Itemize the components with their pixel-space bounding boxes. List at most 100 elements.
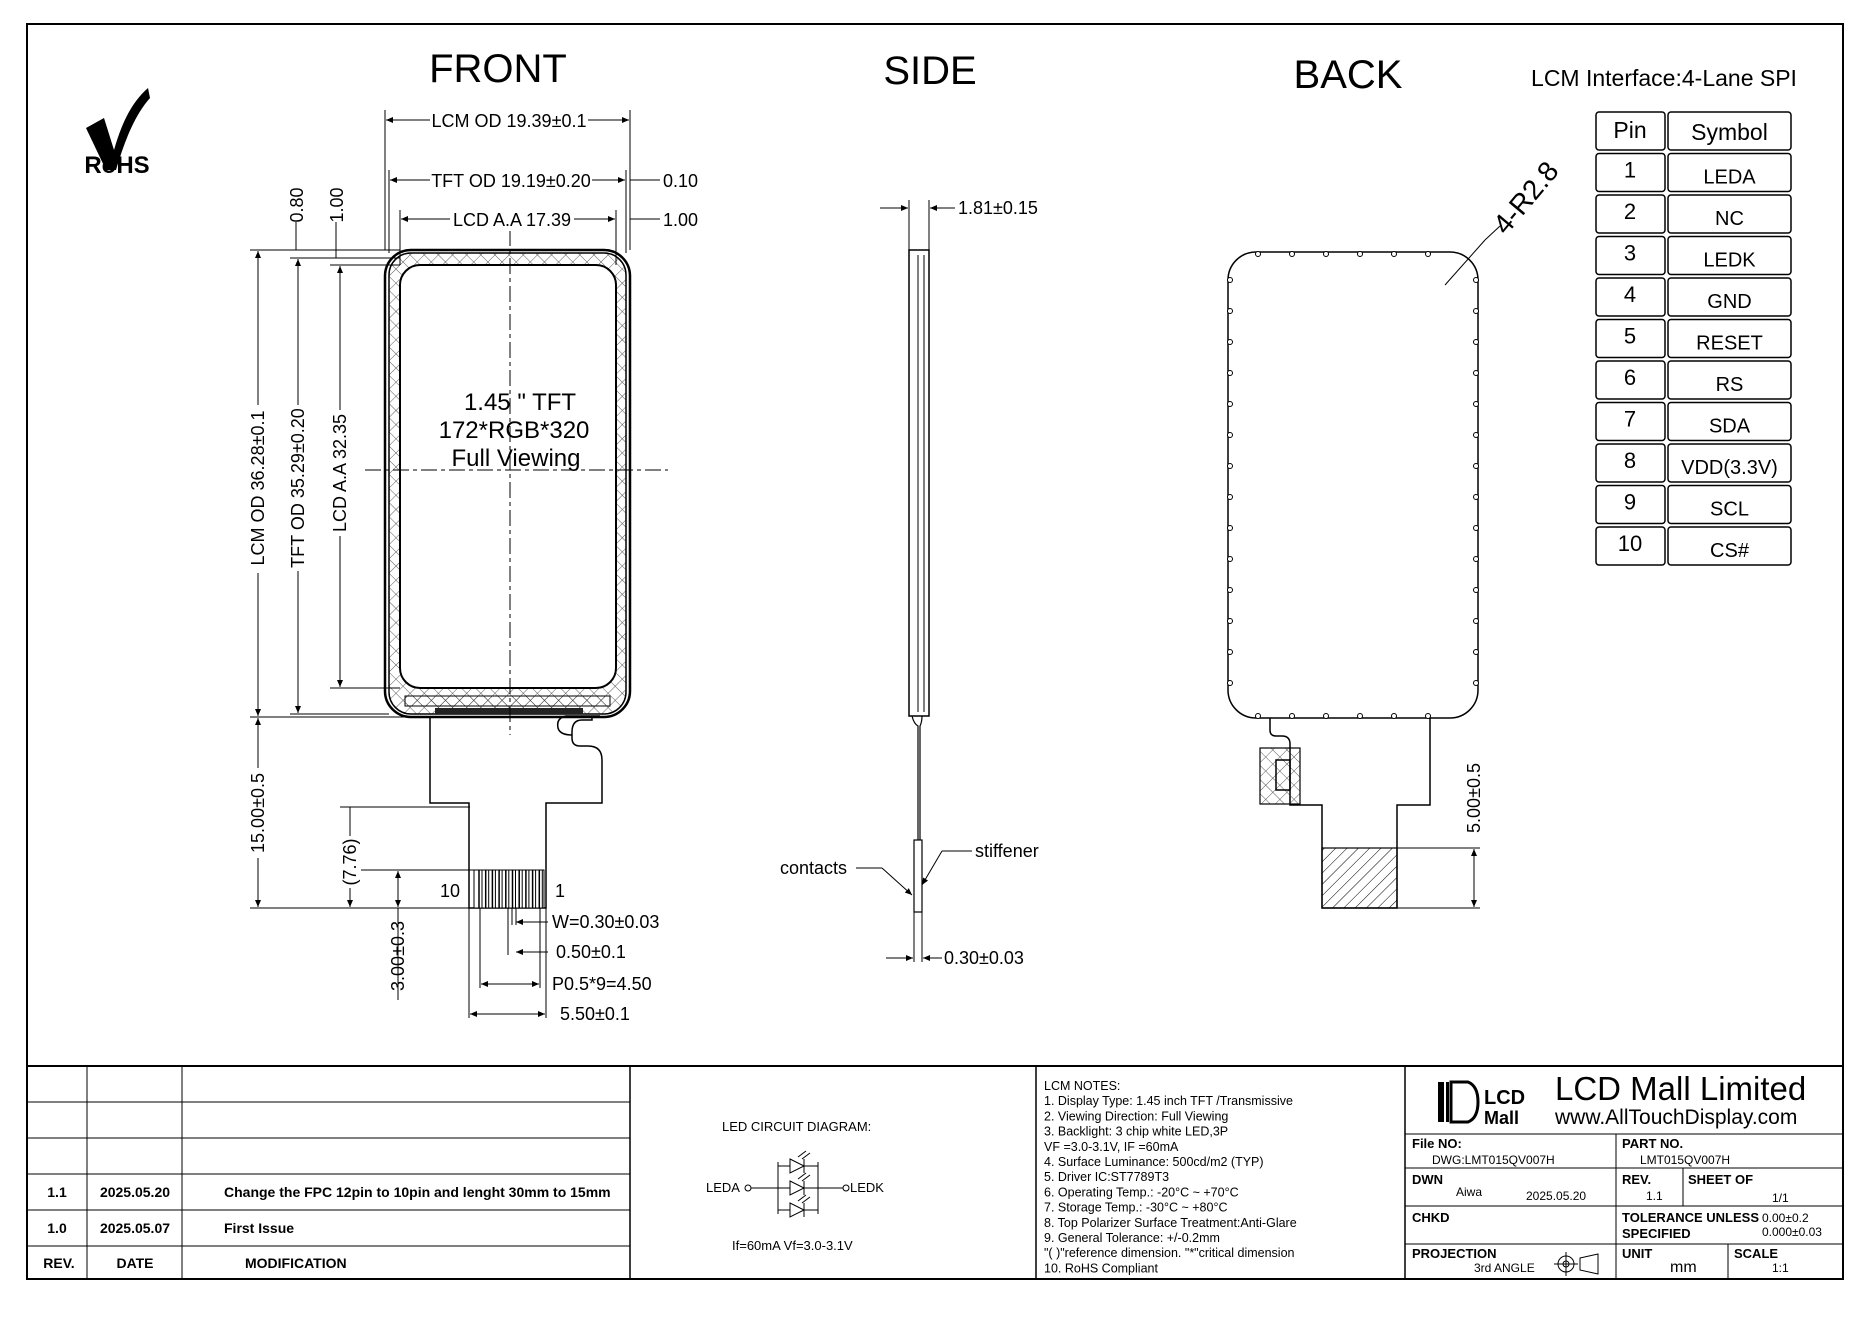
rev-value: 1.1 [1646, 1189, 1663, 1203]
rev-row-2-date: 2025.05.07 [100, 1220, 170, 1236]
active-area [399, 264, 617, 689]
dim-top-gap-b: 1.00 [327, 187, 347, 222]
pin-cell [1595, 401, 1666, 442]
back-radius-label: 4-R2.8 [1487, 156, 1565, 240]
tape-dot [1227, 370, 1233, 376]
tape-dot [1473, 463, 1479, 469]
tape-dot [1227, 494, 1233, 500]
pin-cell [1595, 235, 1666, 276]
tape-dot [1323, 713, 1329, 719]
stiffener-label: stiffener [975, 841, 1039, 861]
tape-dot [1227, 277, 1233, 283]
led-spec: If=60mA Vf=3.0-3.1V [732, 1238, 853, 1253]
front-view: 1.45 " TFT 172*RGB*320 Full Viewing 10 1… [247, 108, 698, 1024]
dim-lcm-od-height: LCM OD 36.28±0.1 [248, 411, 268, 566]
symbol-cell [1667, 360, 1792, 400]
tape-dot [1473, 494, 1479, 500]
symbol-cell [1667, 401, 1792, 442]
pin-symbol: SDA [1709, 416, 1751, 438]
viewing-label: Full Viewing [452, 445, 581, 472]
symbol-cell [1667, 484, 1792, 525]
tape-dot [1227, 432, 1233, 438]
tape-dot [1391, 251, 1397, 257]
pin-symbol: LEDK [1703, 250, 1756, 272]
fpc-outline [429, 717, 603, 909]
dim-tft-od-height: TFT OD 35.29±0.20 [288, 408, 308, 568]
dim-top-gap-a: 0.80 [287, 187, 307, 222]
led-anode-label: LEDA [706, 1180, 740, 1195]
led-diode-icon [789, 1158, 806, 1174]
side-view: 1.81±0.15 0.30±0.03 stiffener contacts [780, 198, 1039, 968]
tape-dot [1473, 556, 1479, 562]
note-line: 7. Storage Temp.: -30°C ~ +80°C [1044, 1201, 1227, 1215]
tape-dot [1255, 713, 1261, 719]
pin-cell [1595, 443, 1666, 483]
rev-row-2-rev: 1.0 [47, 1220, 67, 1236]
pin-first-label: 1 [555, 881, 565, 901]
dim-stiffener-length: 5.00±0.5 [1464, 763, 1484, 833]
tape-dot [1473, 308, 1479, 314]
pin-header: Pin [1613, 117, 1646, 143]
note-line: 2. Viewing Direction: Full Viewing [1044, 1109, 1228, 1123]
logo-bottom-text: Mall [1484, 1108, 1519, 1128]
unit-value: mm [1670, 1259, 1697, 1276]
symbol-cell [1667, 152, 1792, 193]
symbol-cell [1667, 111, 1792, 151]
dim-tft-od-width: TFT OD 19.19±0.20 [431, 171, 591, 191]
pin-symbol: RS [1716, 374, 1744, 396]
pin-cell [1595, 152, 1666, 193]
fpc-bond-dark [435, 708, 583, 714]
tape-dot [1473, 587, 1479, 593]
part-no-value: LMT015QV007H [1640, 1153, 1730, 1167]
revision-table: 1.1 2025.05.20 Change the FPC 12pin to 1… [27, 1066, 631, 1279]
side-stiffener [913, 839, 923, 913]
tape-dot [1289, 251, 1295, 257]
rohs-label: RoHS [84, 152, 149, 179]
led-light-icon [797, 1150, 811, 1160]
back-connector [1259, 747, 1301, 805]
side-view-title: SIDE [883, 49, 976, 93]
tape-dot [1227, 649, 1233, 655]
company-website: www.AllTouchDisplay.com [1554, 1106, 1797, 1129]
symbol-cell [1667, 526, 1792, 566]
pin-symbol: LEDA [1703, 167, 1756, 189]
dim-lcd-aa-width: LCD A.A 17.39 [453, 210, 571, 230]
symbol-cell [1667, 235, 1792, 276]
back-outline [1227, 251, 1479, 719]
part-no-label: PART NO. [1622, 1136, 1683, 1151]
sheet-border [26, 23, 1844, 1280]
tape-dot [1473, 649, 1479, 655]
note-line: 1. Display Type: 1.45 inch TFT /Transmis… [1044, 1094, 1293, 1108]
tape-dot [1227, 680, 1233, 686]
dim-lcd-aa-width-gap: 1.00 [663, 210, 698, 230]
tape-dot [1473, 339, 1479, 345]
tape-dot [1227, 587, 1233, 593]
tape-dot [1357, 713, 1363, 719]
unit-label: UNIT [1622, 1246, 1652, 1261]
projection-symbol-icon [1554, 1252, 1599, 1276]
pin-number: 10 [1618, 531, 1642, 556]
tolerance-label-1: TOLERANCE UNLESS [1622, 1210, 1759, 1225]
dim-tft-od-width-gap: 0.10 [663, 171, 698, 191]
tape-dot [1473, 432, 1479, 438]
note-line: 3. Backlight: 3 chip white LED,3P [1044, 1125, 1228, 1139]
led-light-icon [797, 1194, 811, 1204]
tape-dot [1473, 680, 1479, 686]
pin-cell [1595, 484, 1666, 525]
tape-dot [1227, 308, 1233, 314]
note-line: "( )"reference dimension. "*"critical di… [1044, 1246, 1295, 1260]
pin-symbol: RESET [1696, 333, 1763, 355]
tape-dot [1473, 277, 1479, 283]
tape-dot [1473, 525, 1479, 531]
dim-pin-pitch: 0.50±0.1 [556, 942, 626, 962]
side-module [908, 249, 930, 717]
rev-row-1-rev: 1.1 [47, 1184, 67, 1200]
led-cathode-label: LEDK [850, 1180, 884, 1195]
logo-top-text: LCD [1484, 1087, 1525, 1109]
tolerance-label-2: SPECIFIED [1622, 1226, 1691, 1241]
pin-cell [1595, 277, 1666, 317]
lcm-outline [383, 248, 632, 719]
rev-row-1-date: 2025.05.20 [100, 1184, 170, 1200]
